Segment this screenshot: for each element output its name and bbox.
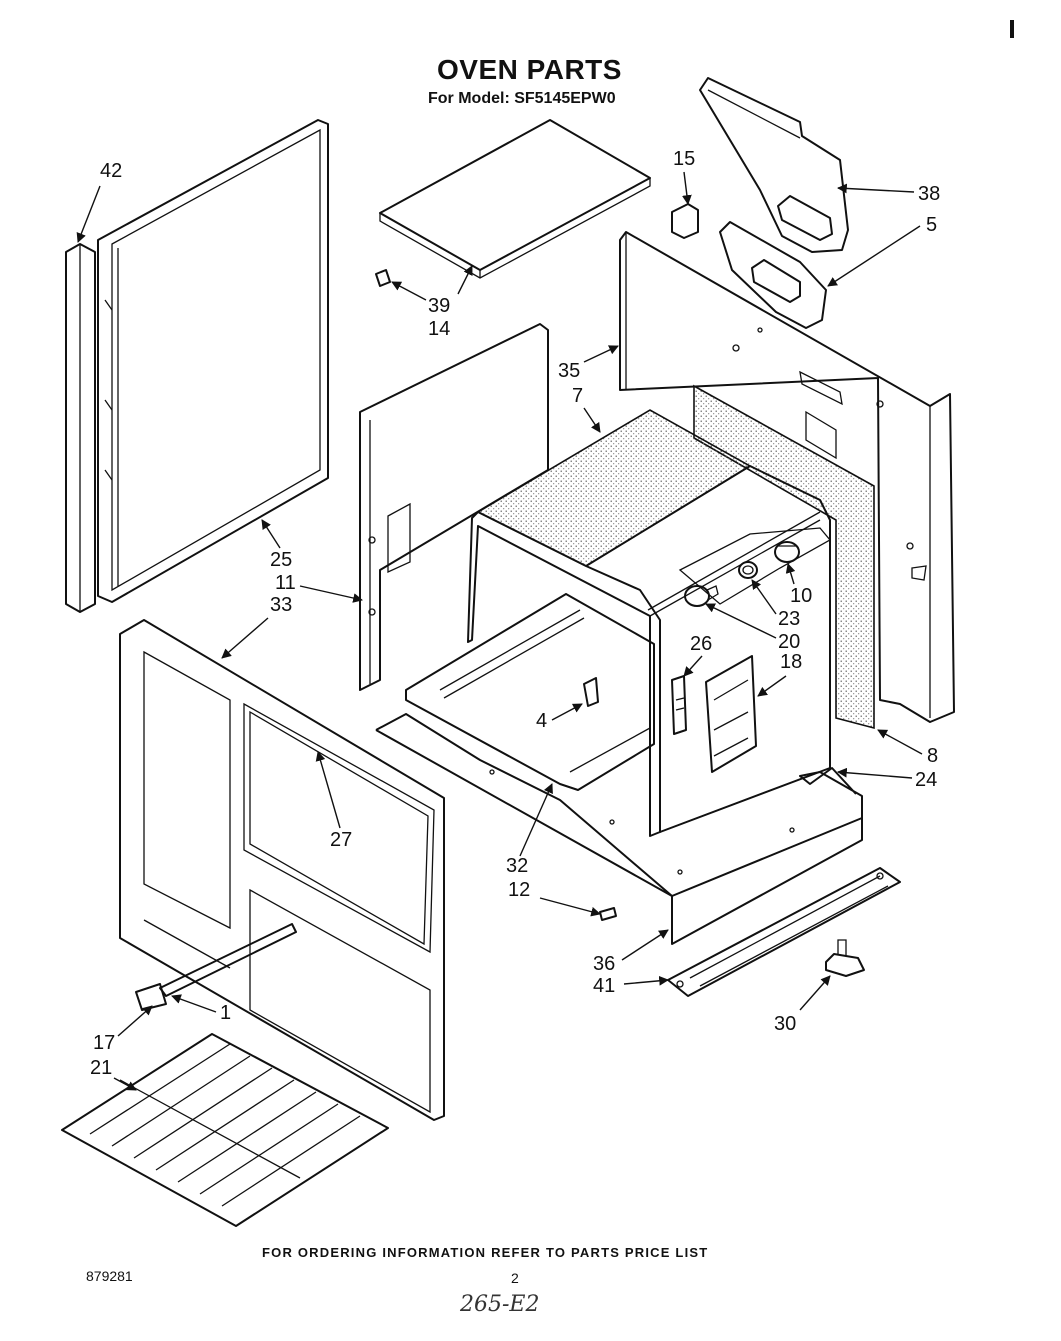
part-39-top-cover [379,119,651,279]
callout-15: 15 [673,148,695,170]
callout-23: 23 [778,608,800,630]
part-38-heat-shield [699,77,849,253]
callout-38: 38 [918,183,940,205]
part-25-side-panel [97,119,329,603]
part-26-light-socket [671,675,687,735]
leader-lines [76,171,923,1091]
callout-42: 42 [100,160,122,182]
callout-36: 36 [593,953,615,975]
callout-26: 26 [690,633,712,655]
callout-4: 4 [536,710,547,732]
model-subtitle: For Model: SF5145EPW0 [428,90,616,107]
callout-18: 18 [780,651,802,673]
callout-1: 1 [220,1002,231,1024]
callout-24: 24 [915,769,937,791]
part-33-front-frame [119,619,445,1121]
callout-35: 35 [558,360,580,382]
part-15-bracket [671,203,699,239]
callout-30: 30 [774,1013,796,1035]
callout-20: 20 [778,631,800,653]
part-7-oven-cavity [467,409,831,837]
callout-25: 25 [270,549,292,571]
part-21-oven-rack [61,1033,389,1227]
part-18-element-cover [705,655,757,773]
part-1-rod [159,923,297,997]
page-number: 2 [511,1270,519,1286]
part-35-back-panel [619,231,955,723]
control-bracket-outline [678,527,832,605]
callout-10: 10 [790,585,812,607]
callout-5: 5 [926,214,937,236]
part-32-oven-bottom [405,593,655,791]
callout-12: 12 [508,879,530,901]
part-17-hinge [135,983,167,1011]
callout-11: 11 [275,572,296,594]
part-23-bushing [738,561,758,579]
ordering-note: FOR ORDERING INFORMATION REFER TO PARTS … [262,1245,709,1260]
part-12-clip [599,907,617,921]
part-11-oven-side-panel [359,323,549,691]
callout-39: 39 [428,295,450,317]
callout-32: 32 [506,855,528,877]
page-title: OVEN PARTS [437,54,622,85]
callout-21: 21 [90,1057,112,1079]
part-36-base-pan [375,713,863,945]
callout-14: 14 [428,318,450,340]
part-41-rail [667,867,901,997]
callout-27: 27 [330,829,352,851]
part-20-bulb [684,585,719,607]
document-number: 879281 [86,1268,133,1284]
handwritten-note: 265-E2 [460,1292,540,1317]
part-14-clip [375,269,391,287]
callout-8: 8 [927,745,938,767]
part-4-bracket [583,677,599,707]
part-10-thermostat-knob [774,541,800,563]
part-30-leveling-leg [825,939,865,977]
callout-33: 33 [270,594,292,616]
corner-registration-mark [1010,20,1014,38]
callout-41: 41 [593,975,615,997]
callout-7: 7 [572,385,583,407]
callout-17: 17 [93,1032,115,1054]
part-5-gasket-plate [719,221,827,329]
part-42-side-trim [65,243,96,613]
